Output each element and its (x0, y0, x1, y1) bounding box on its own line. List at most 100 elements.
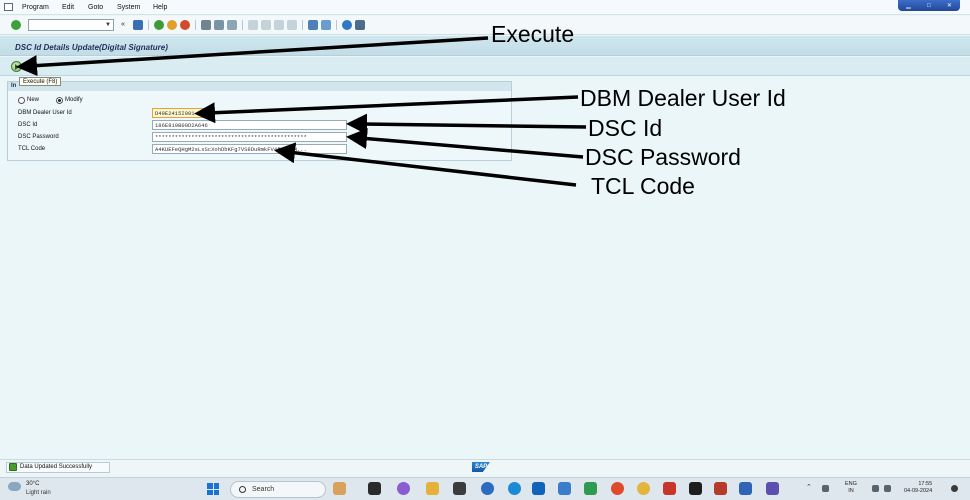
network-icon[interactable] (872, 485, 879, 492)
menu-program[interactable]: Program (22, 4, 49, 11)
dsc-password-label: DSC Password (18, 134, 59, 140)
command-field[interactable]: ▼ (28, 19, 114, 31)
close-icon[interactable]: ✕ (946, 3, 952, 9)
chrome-profile-icon[interactable] (637, 482, 650, 495)
group-title: In (11, 83, 17, 89)
standard-toolbar: ▼ « (0, 16, 970, 35)
callout-dealer-user-id: DBM Dealer User Id (580, 85, 786, 111)
language-indicator[interactable]: ENG IN (845, 481, 857, 495)
search-label: Search (252, 486, 275, 493)
settings-app-icon[interactable] (558, 482, 571, 495)
show-hidden-icons[interactable]: ⌃ (806, 484, 812, 491)
notification-bell-icon[interactable] (951, 485, 958, 492)
cloud-rain-icon[interactable] (8, 482, 21, 491)
app-icon-widgets[interactable] (333, 482, 346, 495)
word-icon[interactable] (739, 482, 752, 495)
enter-check-icon[interactable] (11, 20, 21, 30)
onedrive-icon[interactable] (822, 485, 829, 492)
file-explorer-icon[interactable] (426, 482, 439, 495)
copilot-icon[interactable] (397, 482, 410, 495)
print-icon[interactable] (201, 20, 211, 30)
weather-temperature: 30°C (26, 481, 40, 487)
region-code: IN (848, 488, 854, 494)
radio-modify-label: Modify (65, 97, 83, 103)
first-page-icon[interactable] (248, 20, 258, 30)
weather-description: Light rain (26, 490, 51, 496)
layout-menu-icon[interactable] (355, 20, 365, 30)
chevron-down-icon[interactable]: ▼ (105, 22, 111, 28)
chrome-icon[interactable] (611, 482, 624, 495)
volume-icon[interactable] (884, 485, 891, 492)
task-view-icon[interactable] (368, 482, 381, 495)
execute-tooltip: Execute (F8) (19, 77, 62, 86)
toolbar-separator (242, 20, 243, 30)
windows-taskbar: 30°C Light rain Search ⌃ ENG IN 17:55 04… (0, 477, 970, 500)
cancel-icon[interactable] (180, 20, 190, 30)
tcl-code-label: TCL Code (18, 146, 46, 152)
find-next-icon[interactable] (227, 20, 237, 30)
screen-title-bar: DSC Id Details Update(Digital Signature) (0, 36, 970, 56)
menu-goto[interactable]: Goto (88, 4, 104, 11)
success-icon (9, 463, 17, 471)
callout-execute: Execute (491, 21, 575, 47)
excel-icon[interactable] (584, 482, 597, 495)
shortcut-icon[interactable] (321, 20, 331, 30)
status-bar: Data Updated Successfully SAP (0, 459, 970, 474)
toolbar-separator (148, 20, 149, 30)
execute-button[interactable] (11, 61, 22, 72)
radio-new-label: New (27, 97, 40, 103)
terminal-icon[interactable] (453, 482, 466, 495)
taskbar-search[interactable]: Search (230, 481, 326, 498)
windows-start-icon[interactable] (207, 483, 219, 495)
radio-new[interactable] (18, 97, 25, 104)
toolbar-separator (336, 20, 337, 30)
sap-window: Program Edit Goto System Help ▁ □ ✕ ▼ « (0, 0, 970, 474)
toolbar-separator (195, 20, 196, 30)
menu-help[interactable]: Help (153, 4, 168, 11)
tcl-code-input[interactable]: A4KUEFeQHgM2sLxScXohDbKFg7VS8DuRmkFV4fK8… (152, 144, 347, 154)
menu-edit[interactable]: Edit (62, 4, 75, 11)
system-menu-icon[interactable] (4, 3, 13, 11)
edge-icon[interactable] (508, 482, 521, 495)
menu-bar: Program Edit Goto System Help ▁ □ ✕ (0, 0, 970, 15)
collapse-icon[interactable]: « (121, 21, 125, 28)
window-controls: ▁ □ ✕ (898, 0, 960, 11)
exit-icon[interactable] (167, 20, 177, 30)
sap-logo: SAP (472, 462, 490, 472)
callout-dsc-id: DSC Id (588, 115, 663, 141)
outlook-icon[interactable] (532, 482, 545, 495)
callout-tcl-code: TCL Code (591, 173, 695, 199)
dsc-password-input[interactable]: ****************************************… (152, 132, 347, 142)
minimize-icon[interactable]: ▁ (906, 3, 911, 9)
menu-system[interactable]: System (117, 4, 141, 11)
status-message-box[interactable] (6, 462, 110, 473)
clock-date: 04-09-2024 (904, 488, 933, 494)
command-prompt-icon[interactable] (689, 482, 702, 495)
clock[interactable]: 17:55 04-09-2024 (904, 481, 932, 495)
radio-modify[interactable] (56, 97, 63, 104)
new-session-icon[interactable] (308, 20, 318, 30)
find-icon[interactable] (214, 20, 224, 30)
help-icon[interactable] (342, 20, 352, 30)
dsc-id-label: DSC Id (18, 122, 38, 128)
next-page-icon[interactable] (274, 20, 284, 30)
language-code: ENG (845, 481, 857, 487)
dealer-user-id-label: DBM Dealer User Id (18, 110, 72, 116)
previous-page-icon[interactable] (261, 20, 271, 30)
save-icon[interactable] (133, 20, 143, 30)
dealer-user-id-input[interactable]: D49E2415I001 (152, 108, 207, 118)
status-message: Data Updated Successfully (20, 464, 93, 470)
last-page-icon[interactable] (287, 20, 297, 30)
pdf-reader-icon[interactable] (663, 482, 676, 495)
page-title: DSC Id Details Update(Digital Signature) (15, 43, 168, 52)
clock-time: 17:55 (918, 481, 933, 487)
toolbar-separator (302, 20, 303, 30)
dell-icon[interactable] (481, 482, 494, 495)
maximize-icon[interactable]: □ (926, 2, 931, 9)
powerpoint-icon[interactable] (714, 482, 727, 495)
teams-icon[interactable] (766, 482, 779, 495)
back-icon[interactable] (154, 20, 164, 30)
callout-dsc-password: DSC Password (585, 144, 741, 170)
search-icon (239, 486, 246, 493)
dsc-id-input[interactable]: 186E819B00D2A646 (152, 120, 347, 130)
